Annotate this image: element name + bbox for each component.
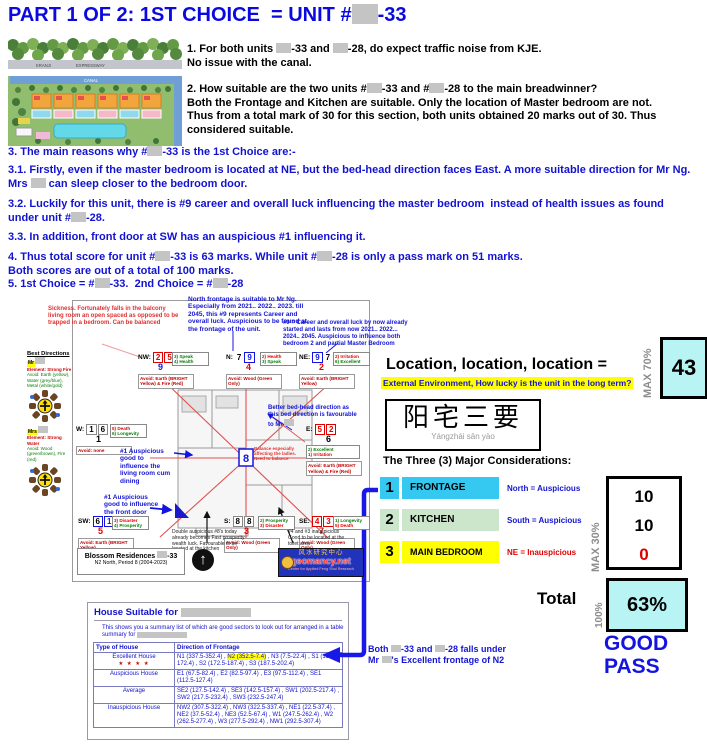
- consideration-1-label: FRONTAGE: [402, 477, 499, 499]
- table-summary: This shows you a summary list of which a…: [102, 625, 344, 638]
- expressway-road: [8, 60, 182, 69]
- clubhouse: [15, 127, 33, 137]
- table-title: House Suitable for: [94, 607, 342, 621]
- location-heading: Location, location, location =: [386, 356, 607, 373]
- col-type: Type of House: [93, 642, 175, 653]
- section-3-1: 3.1. Firstly, even if the master bedroom…: [8, 164, 691, 190]
- road-label-kranji: KRANJI: [36, 63, 51, 68]
- consideration-2-num: 2: [380, 509, 399, 531]
- canal-strip: [10, 76, 174, 84]
- annotation-living-room: #1 Auspicious good to influence the livi…: [120, 448, 171, 485]
- location-score-box: 43: [660, 337, 707, 399]
- title-post: -33: [377, 4, 407, 26]
- score-frontage: 10: [634, 487, 654, 506]
- section-3-3: 3.3. In addition, front door at SW has a…: [8, 231, 366, 243]
- geomancy-logo: 风水研究中心 geomancy.net Center for Applied F…: [278, 548, 364, 577]
- highlighted-frontage: N2 (352.5-7.4): [227, 654, 267, 660]
- yangzhai-chinese: 阳宅三要: [402, 402, 523, 432]
- road-label-expressway: EXPRESSWAY: [76, 63, 105, 68]
- canal-label: CANAL: [84, 78, 99, 83]
- north-arrow-icon: ↑: [192, 549, 214, 571]
- title-pre: PART 1 OF 2: 1ST CHOICE = UNIT #: [8, 4, 352, 26]
- site-map-image: KRANJI EXPRESSWAY CANAL: [8, 36, 182, 148]
- unit-name-box: Blossom Residences -33 N2 North, Period …: [77, 548, 185, 575]
- amenity-block-2: [18, 118, 30, 124]
- logo-domain: geomancy.net: [291, 556, 351, 566]
- table-header-row: Type of House Direction of Frontage: [93, 642, 343, 653]
- annotation-toilet: #4 and #3 inauspicious Good to be locate…: [288, 529, 345, 547]
- floorplan-footer: Blossom Residences -33 N2 North, Period …: [74, 547, 366, 578]
- considerations-title: The Three (3) Major Considerations:: [383, 455, 572, 467]
- annotation-career-luck: #9 = Career and overall luck by now alre…: [283, 320, 408, 347]
- consideration-1-num: 1: [380, 477, 399, 499]
- consideration-2-label: KITCHEN: [402, 509, 499, 531]
- col-direction: Direction of Frontage: [174, 642, 343, 653]
- section-3: 3. The main reasons why #-33 is the 1st …: [8, 146, 296, 158]
- building-blocks: [31, 93, 162, 119]
- max30-label: MAX 30%: [590, 522, 602, 572]
- section-3-2: 3.2. Luckily for this unit, there is #9 …: [8, 198, 664, 224]
- section-4: 4. Thus total score for unit #-33 is 63 …: [8, 251, 523, 277]
- consideration-3-num: 3: [380, 541, 399, 563]
- logo-coin-icon: [281, 556, 294, 569]
- consideration-2-note: South = Auspicious: [507, 516, 582, 525]
- yangzhai-box: 阳宅三要 Yángzhái sān yào: [385, 399, 541, 451]
- score-bedroom: 0: [639, 545, 649, 564]
- location-subtitle: External Environment, How lucky is the u…: [381, 377, 634, 389]
- expressway-trees: [8, 38, 182, 61]
- annotation-north-frontage: North frontage is suitable to Mr Ng. Esp…: [188, 296, 307, 333]
- score-kitchen: 10: [634, 516, 654, 535]
- section-5: 5. 1st Choice = #-33. 2nd Choice = #-28: [8, 278, 244, 290]
- best-directions-legend: Best Directions Mr Element: Strong Fire …: [27, 351, 74, 500]
- page-title: PART 1 OF 2: 1ST CHOICE = UNIT # -33: [8, 4, 406, 27]
- logo-chinese: 风水研究中心: [298, 549, 344, 556]
- compass-rose-icon: [29, 390, 61, 423]
- stars-rating: ★ ★ ★ ★: [118, 661, 150, 667]
- paragraph-2: 2. How suitable are the two units #-33 a…: [187, 83, 657, 136]
- legend-title: Best Directions: [27, 351, 70, 357]
- redaction-box: [351, 4, 378, 24]
- canal-right-strip: [174, 76, 182, 146]
- table-row-excellent: Excellent House★ ★ ★ ★ N1 (337.5-352.4) …: [93, 652, 343, 670]
- annotation-bedhead: Better bed-head direction as this bed di…: [268, 405, 357, 428]
- suitability-table: Type of House Direction of Frontage Exce…: [93, 642, 343, 728]
- max70-label: MAX 70%: [642, 348, 654, 398]
- yangzhai-pinyin: Yángzhái sān yào: [431, 432, 495, 441]
- swimming-pool: [53, 123, 127, 139]
- table-row-auspicious: Auspicious House E1 (67.5-82.4) , E2 (82…: [93, 669, 343, 687]
- logo-tagline: Center for Applied Feng Shui Research: [287, 567, 355, 571]
- annotation-front-door: #1 Auspicious good to influence the fron…: [104, 494, 159, 516]
- mr-element: Element: Strong Fire: [27, 366, 72, 372]
- mrs-element: Element: Strong Water: [27, 435, 62, 446]
- consideration-3-label: MAIN BEDROOM: [402, 541, 499, 563]
- mrs-avoid: Avoid: Wood (green/brown), Fire (red): [27, 446, 66, 462]
- pct100-label: 100%: [594, 602, 605, 628]
- annotation-sickness: Sickness. Fortunately falls in the balco…: [48, 306, 179, 326]
- paragraph-1: 1. For both units -33 and -28, do expect…: [187, 43, 542, 69]
- total-score-box: 63%: [606, 578, 688, 632]
- amenity-block: [36, 132, 50, 139]
- section-score-box: 10 10 0: [606, 476, 682, 570]
- consideration-3-note: NE = Inauspicious: [507, 548, 577, 557]
- table-row-inauspicious: Inauspicious House NW2 (307.5-322.4) , N…: [93, 703, 343, 728]
- mr-avoid: Avoid: Earth (yellow), Water (grey/blue)…: [27, 372, 70, 389]
- compass-rose-icon: [29, 464, 61, 497]
- total-label: Total: [537, 589, 577, 608]
- house-suitability-section: House Suitable for This shows you a summ…: [87, 602, 349, 740]
- annotation-balance: Balance especially affecting the ladies.…: [254, 446, 297, 462]
- consideration-1-note: North = Auspicious: [507, 484, 581, 493]
- table-row-average: Average SE2 (127.5-142.4) , SE3 (142.5-1…: [93, 686, 343, 704]
